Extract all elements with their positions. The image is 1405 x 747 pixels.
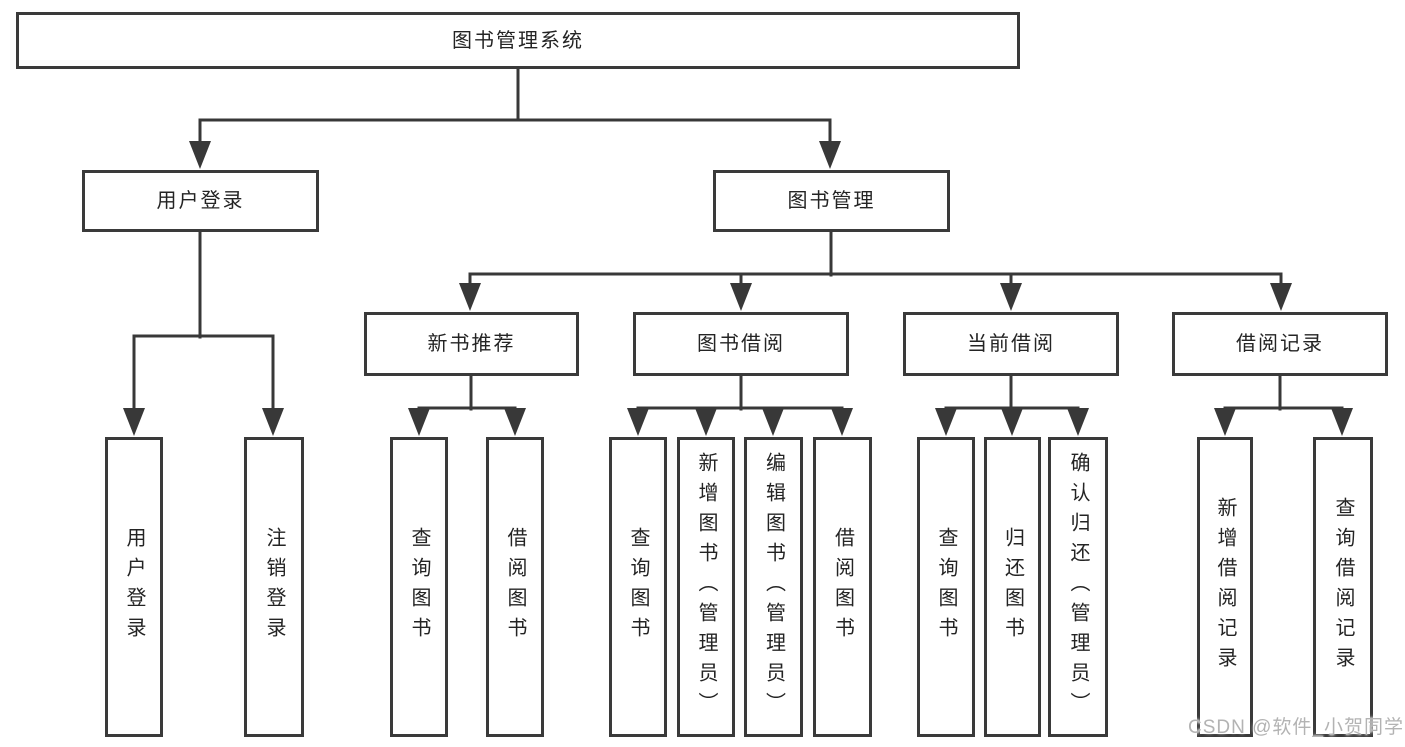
- node-user-login: 用户登录: [82, 170, 319, 232]
- leaf-borrow-books: 借阅图书: [813, 437, 872, 737]
- leaf-borrow-query-books: 查询图书: [609, 437, 667, 737]
- node-label: 新书推荐: [427, 333, 516, 355]
- node-label: 借阅图书: [831, 527, 854, 647]
- node-label: 当前借阅: [967, 333, 1055, 355]
- leaf-add-borrow-record: 新增借阅记录: [1197, 437, 1253, 737]
- node-new-book-recommend: 新书推荐: [364, 312, 579, 376]
- leaf-recommend-query-books: 查询图书: [390, 437, 448, 737]
- node-label: 查询图书: [408, 527, 430, 647]
- watermark-csdn: CSDN @软件_小贺同学: [1188, 717, 1404, 738]
- node-label: 查询图书: [935, 527, 957, 647]
- node-label: 图书借阅: [697, 333, 785, 355]
- leaf-add-book-admin: 新增图书（管理员）: [677, 437, 735, 737]
- node-label: 用户登录: [156, 190, 245, 212]
- arrowheads: [123, 141, 1353, 436]
- node-label: 注销登录: [263, 527, 285, 647]
- node-label: 图书管理系统: [452, 29, 584, 52]
- node-label: 图书管理: [787, 190, 876, 212]
- node-book-borrow: 图书借阅: [633, 312, 849, 376]
- node-label: 借阅图书: [504, 527, 526, 647]
- node-label: 借阅记录: [1236, 333, 1324, 355]
- node-borrow-records: 借阅记录: [1172, 312, 1388, 376]
- node-label: 用户登录: [123, 527, 145, 647]
- node-label: 编辑图书（管理员）: [762, 452, 785, 722]
- leaf-query-borrow-record: 查询借阅记录: [1313, 437, 1373, 737]
- node-label: 新增图书（管理员）: [695, 452, 717, 722]
- node-label: 归还图书: [1001, 527, 1024, 647]
- node-label: 新增借阅记录: [1214, 497, 1236, 677]
- node-current-borrow: 当前借阅: [903, 312, 1119, 376]
- node-label: 查询图书: [627, 527, 649, 647]
- node-book-management: 图书管理: [713, 170, 950, 232]
- leaf-logout: 注销登录: [244, 437, 304, 737]
- node-root-library-system: 图书管理系统: [16, 12, 1020, 69]
- leaf-recommend-borrow-books: 借阅图书: [486, 437, 544, 737]
- leaf-current-query-books: 查询图书: [917, 437, 975, 737]
- node-label: 查询借阅记录: [1332, 497, 1354, 677]
- leaf-confirm-return-admin: 确认归还（管理员）: [1048, 437, 1108, 737]
- node-label: 确认归还（管理员）: [1067, 452, 1089, 722]
- leaf-user-login: 用户登录: [105, 437, 163, 737]
- leaf-return-books: 归还图书: [984, 437, 1041, 737]
- leaf-edit-book-admin: 编辑图书（管理员）: [744, 437, 803, 737]
